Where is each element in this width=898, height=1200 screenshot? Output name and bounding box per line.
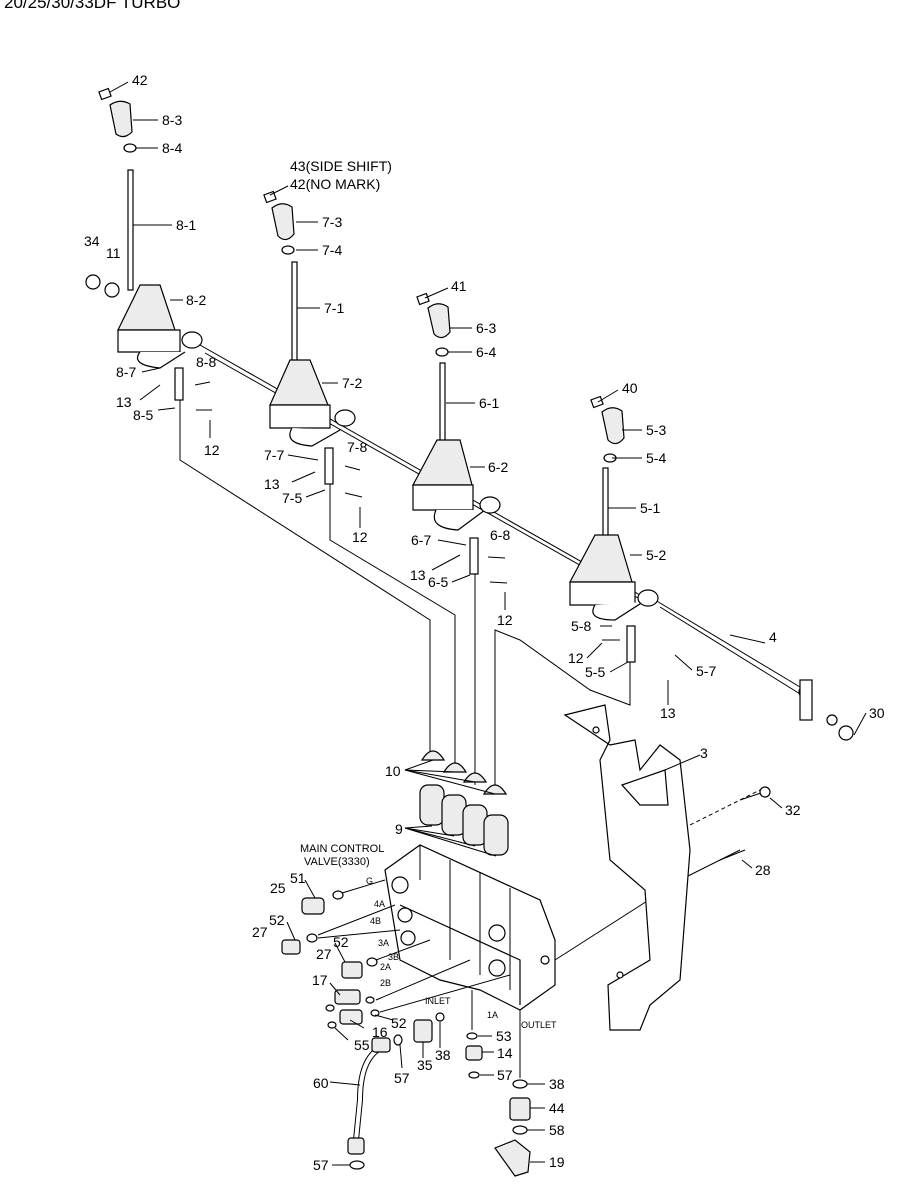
callout-25: 25 xyxy=(270,880,286,896)
callout-44: 44 xyxy=(549,1100,565,1116)
port-4a: 4A xyxy=(374,899,385,909)
callout-9: 9 xyxy=(395,821,403,837)
callout-43-side-shift: 43(SIDE SHIFT) xyxy=(290,158,392,174)
callout-35: 35 xyxy=(417,1057,433,1073)
callout-8-8: 8-8 xyxy=(196,354,216,370)
callout-7-7: 7-7 xyxy=(264,447,284,463)
callout-42: 42 xyxy=(132,72,148,88)
port-labels: G 4A 4B 3A 3B 2A 2B 1A INLET OUTLET xyxy=(366,876,557,1030)
callout-57: 57 xyxy=(497,1067,513,1083)
callout-14: 14 xyxy=(497,1045,513,1061)
callout-6-7: 6-7 xyxy=(411,532,431,548)
callout-10: 10 xyxy=(385,763,401,779)
callout-5-8: 5-8 xyxy=(571,618,591,634)
callout-30: 30 xyxy=(869,705,885,721)
callout-52: 52 xyxy=(333,934,349,950)
callout-5-2: 5-2 xyxy=(646,547,666,563)
lever-6 xyxy=(412,292,508,584)
callout-12: 12 xyxy=(352,529,368,545)
port-3b: 3B xyxy=(388,952,399,962)
callout-42-no-mark: 42(NO MARK) xyxy=(290,176,380,192)
port-4b: 4B xyxy=(370,916,381,926)
callout-19: 19 xyxy=(549,1154,565,1170)
callout-41: 41 xyxy=(451,278,467,294)
port-1a: 1A xyxy=(487,1010,498,1020)
callout-7-5: 7-5 xyxy=(282,490,302,506)
callout-8-7: 8-7 xyxy=(116,364,136,380)
callout-60: 60 xyxy=(313,1075,329,1091)
callout-27: 27 xyxy=(316,946,332,962)
valve-caption-line2: VALVE(3330) xyxy=(304,856,370,868)
spool-springs xyxy=(419,784,509,856)
callout-6-8: 6-8 xyxy=(490,527,510,543)
callout-5-3: 5-3 xyxy=(646,422,666,438)
callout-52: 52 xyxy=(269,912,285,928)
callout-6-5: 6-5 xyxy=(428,574,448,590)
port-g: G xyxy=(366,876,373,886)
lever-5 xyxy=(569,395,854,741)
callout-57: 57 xyxy=(394,1070,410,1086)
callout-8-4: 8-4 xyxy=(162,140,182,156)
callout-12: 12 xyxy=(497,612,513,628)
callout-8-5: 8-5 xyxy=(133,407,153,423)
callout-16: 16 xyxy=(372,1024,388,1040)
callout-13: 13 xyxy=(264,476,280,492)
callout-13: 13 xyxy=(410,567,426,583)
port-inlet: INLET xyxy=(425,996,451,1006)
callout-leaders xyxy=(109,81,867,1166)
callout-4: 4 xyxy=(769,629,777,645)
callout-3: 3 xyxy=(700,745,708,761)
valve-caption-line1: MAIN CONTROL xyxy=(300,843,384,855)
callout-6-1: 6-1 xyxy=(479,395,499,411)
callout-27: 27 xyxy=(252,924,268,940)
fittings xyxy=(281,879,531,1177)
callout-34: 34 xyxy=(84,233,100,249)
callout-17: 17 xyxy=(312,972,328,988)
lever-8 xyxy=(85,87,212,411)
callout-7-8: 7-8 xyxy=(347,439,367,455)
port-3a: 3A xyxy=(378,938,389,948)
callout-40: 40 xyxy=(622,380,638,396)
callout-12: 12 xyxy=(568,650,584,666)
callout-38: 38 xyxy=(435,1047,451,1063)
callout-57: 57 xyxy=(313,1157,329,1173)
callout-8-1: 8-1 xyxy=(176,217,196,233)
callout-11: 11 xyxy=(106,245,121,261)
callout-52: 52 xyxy=(391,1015,407,1031)
callout-5-1: 5-1 xyxy=(640,500,660,516)
callout-32: 32 xyxy=(785,802,801,818)
callout-5-5: 5-5 xyxy=(585,664,605,680)
callout-53: 53 xyxy=(496,1028,512,1044)
diagram-title: 20/25/30/33DF TURBO xyxy=(4,0,180,12)
callout-labels: 42 8-3 8-4 8-1 34 11 8-2 8-8 8-7 13 8-5 … xyxy=(84,72,885,1173)
callout-5-7: 5-7 xyxy=(696,663,716,679)
bracket-3 xyxy=(563,704,771,1031)
linkage-lines xyxy=(179,344,806,961)
callout-12: 12 xyxy=(204,442,220,458)
callout-8-3: 8-3 xyxy=(162,112,182,128)
callout-51: 51 xyxy=(290,870,306,886)
callout-55: 55 xyxy=(354,1037,370,1053)
callout-13: 13 xyxy=(660,705,676,721)
callout-6-4: 6-4 xyxy=(476,344,496,360)
callout-6-3: 6-3 xyxy=(476,320,496,336)
callout-6-2: 6-2 xyxy=(488,459,508,475)
callout-7-2: 7-2 xyxy=(342,375,362,391)
callout-7-1: 7-1 xyxy=(324,300,344,316)
callout-8-2: 8-2 xyxy=(186,292,206,308)
main-control-valve xyxy=(384,844,556,1011)
callout-28: 28 xyxy=(755,862,771,878)
callout-58: 58 xyxy=(549,1122,565,1138)
port-outlet: OUTLET xyxy=(521,1020,557,1030)
port-2a: 2A xyxy=(380,962,391,972)
callout-7-3: 7-3 xyxy=(322,214,342,230)
lever-7 xyxy=(263,190,363,498)
callout-13: 13 xyxy=(116,394,132,410)
spool-caps xyxy=(420,750,508,795)
callout-38: 38 xyxy=(549,1076,565,1092)
callout-7-4: 7-4 xyxy=(322,242,342,258)
callout-5-4: 5-4 xyxy=(646,450,666,466)
port-2b: 2B xyxy=(380,978,391,988)
